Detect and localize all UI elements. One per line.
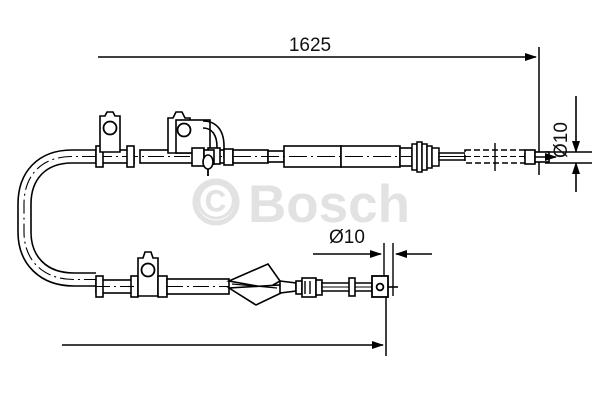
lower-cable-assembly (95, 251, 398, 306)
eyelet-hole (375, 282, 385, 292)
eyelet-end-lower (371, 275, 398, 298)
rod-lower (321, 277, 373, 297)
dimension-end-diameter-upper: Ø10 (545, 96, 592, 192)
dimension-lower-branch-length (62, 285, 387, 356)
curved-tube-outer (202, 120, 225, 158)
spear-guide-component (226, 263, 297, 306)
cable-inner-lower-edge (30, 162, 96, 274)
dimension-label-dia-upper: Ø10 (551, 122, 572, 158)
junction-upper (191, 147, 215, 176)
junction-boss (202, 154, 214, 170)
cable-outer-upper-edge (17, 149, 96, 287)
cable-u-bend (17, 149, 96, 287)
dimension-label-dia-lower: Ø10 (329, 227, 365, 248)
bracket-upper-middle-hole (176, 122, 192, 138)
bracket-upper-left-hole (102, 120, 118, 136)
curved-tube-inner (202, 127, 218, 158)
dimension-label-overall-length: 1625 (289, 35, 331, 56)
collar-l-mid (157, 275, 168, 298)
spear-body (279, 280, 297, 294)
ferrule-stack-upper (411, 141, 440, 173)
bracket-lower (137, 251, 159, 297)
bosch-watermark: © Bosch (192, 172, 410, 234)
cable-centerline-bend (23, 155, 96, 281)
bracket-upper-left (99, 111, 121, 153)
upper-cable-assembly (95, 111, 557, 176)
watermark-copyright-glyph: © (196, 172, 235, 231)
collar-u-mid-a (223, 148, 234, 166)
bracket-lower-hole (140, 262, 156, 278)
adjuster-nut-lower (295, 277, 323, 298)
threaded-section-hidden (464, 143, 526, 171)
collar-u-left-b (126, 145, 135, 168)
rod-upper (438, 152, 466, 161)
watermark-brand-text: Bosch (248, 175, 410, 234)
rod-lower-collar (348, 277, 356, 297)
